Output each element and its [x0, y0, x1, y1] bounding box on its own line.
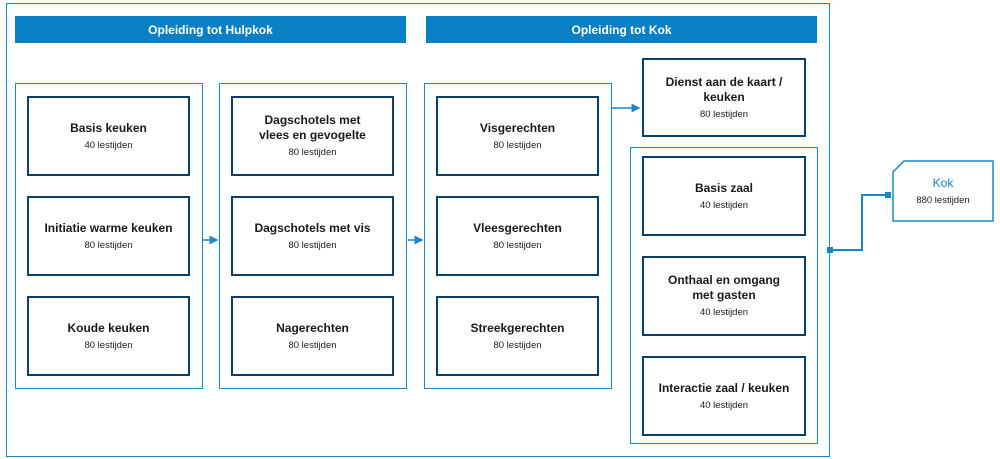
card-hours: 80 lestijden — [288, 239, 337, 251]
card-hours: 40 lestijden — [699, 399, 749, 411]
card-hours: 80 lestijden — [699, 108, 749, 120]
connector-node-right — [885, 192, 891, 198]
card-vleesgerechten: Vleesgerechten 80 lestijden — [436, 196, 599, 276]
card-title: Koude keuken — [67, 320, 150, 335]
card-initiatie-warme-keuken: Initiatie warme keuken 80 lestijden — [27, 196, 190, 276]
card-title: Visgerechten — [479, 120, 556, 135]
card-onthaal-gasten: Onthaal en omgang met gasten 40 lestijde… — [642, 256, 806, 336]
card-hours: 80 lestijden — [288, 147, 337, 158]
card-hours: 80 lestijden — [493, 139, 542, 151]
card-dienst-aan-de-kaart: Dienst aan de kaart / keuken 80 lestijde… — [642, 58, 806, 137]
card-title: Dagschotels met vis — [254, 220, 371, 235]
card-hours: 80 lestijden — [288, 339, 337, 351]
card-title: Vleesgerechten — [473, 220, 562, 235]
card-title: Dagschotels met vlees en gevogelte — [259, 113, 366, 142]
card-hours: 80 lestijden — [84, 239, 133, 251]
card-dagschotels-vlees: Dagschotels met vlees en gevogelte 80 le… — [231, 96, 394, 176]
outer-frame — [6, 3, 830, 457]
card-hours: 40 lestijden — [84, 139, 133, 151]
card-title: Basis keuken — [70, 120, 147, 135]
card-hours: 40 lestijden — [699, 307, 749, 318]
card-hours: 80 lestijden — [493, 239, 542, 251]
result-box-shape — [892, 160, 994, 222]
card-nagerechten: Nagerechten 80 lestijden — [231, 296, 394, 376]
card-hours: 80 lestijden — [493, 339, 542, 351]
card-hours: 40 lestijden — [699, 199, 749, 211]
card-title: Basis zaal — [694, 180, 754, 195]
card-title: Nagerechten — [276, 320, 349, 335]
card-streekgerechten: Streekgerechten 80 lestijden — [436, 296, 599, 376]
connector-to-kok — [830, 194, 888, 251]
result-hours: 880 lestijden — [916, 194, 970, 206]
card-title: Interactie zaal / keuken — [658, 380, 790, 395]
header-hulpkok: Opleiding tot Hulpkok — [15, 16, 406, 43]
card-title: Initiatie warme keuken — [44, 220, 173, 235]
card-title: Dienst aan de kaart / keuken — [665, 74, 783, 104]
card-basis-zaal: Basis zaal 40 lestijden — [642, 156, 806, 236]
card-title: Onthaal en omgang met gasten — [667, 273, 780, 302]
connector-node-left — [827, 247, 833, 253]
card-title: Streekgerechten — [470, 320, 565, 335]
result-title: Kok — [932, 175, 954, 190]
header-kok: Opleiding tot Kok — [426, 16, 817, 43]
card-hours: 80 lestijden — [84, 339, 133, 351]
card-visgerechten: Visgerechten 80 lestijden — [436, 96, 599, 176]
result-kok: Kok 880 lestijden — [892, 160, 994, 222]
card-koude-keuken: Koude keuken 80 lestijden — [27, 296, 190, 376]
card-interactie-zaal-keuken: Interactie zaal / keuken 40 lestijden — [642, 356, 806, 436]
card-basis-keuken: Basis keuken 40 lestijden — [27, 96, 190, 176]
card-dagschotels-vis: Dagschotels met vis 80 lestijden — [231, 196, 394, 276]
